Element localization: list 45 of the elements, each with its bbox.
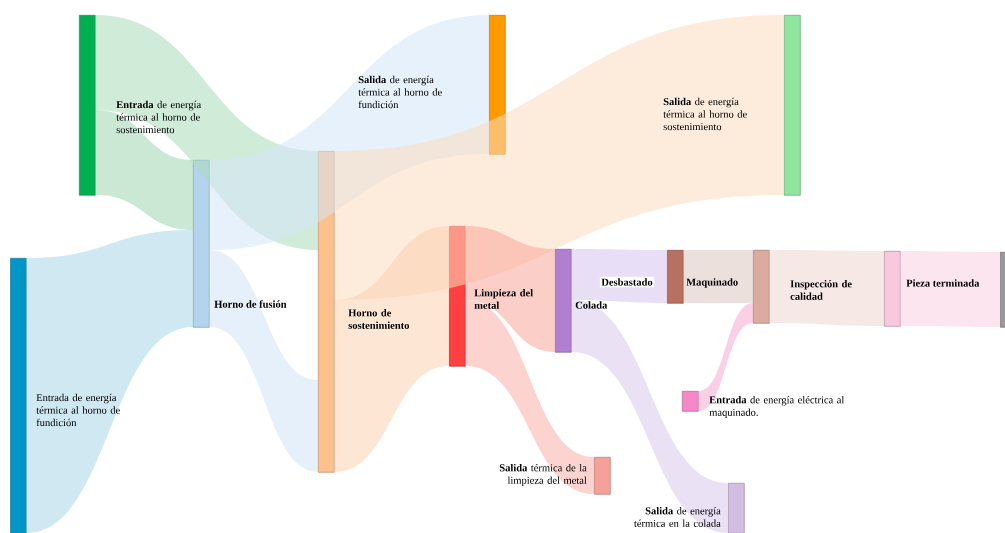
flow-band [334,226,449,472]
bar [489,15,506,155]
flow-band [209,15,489,250]
node-label: Colada [575,301,608,309]
bar [193,160,210,328]
node-label: Salida térmica de la limpieza del metal [499,464,587,486]
node-label: Entrada de energía eléctrica al maquinado. [709,396,845,418]
node-label: Entrada de energía térmica al horno de fundición [36,393,120,427]
node-label: Horno de sostenimiento [348,309,410,329]
flow-band [465,226,555,352]
bar [79,15,96,196]
flow-band [334,15,784,300]
bar [682,391,699,412]
node-label: Limpieza del metal [474,289,533,309]
flow-band [95,15,318,250]
bar [667,250,684,304]
bar [555,249,572,353]
flow-band [465,300,594,494]
flow-band [26,230,193,533]
flow-band [683,250,753,303]
bar [1000,252,1005,328]
bar [753,250,770,324]
bar [784,15,801,196]
flow-band [698,303,753,411]
flow-band [95,110,193,230]
node-label: Salida de energía térmica al horno de sostenimiento [663,97,747,131]
bar [449,226,466,367]
bar [728,483,745,533]
node-label: Salida de energía térmica al horno de fundición [358,75,442,109]
flow-band [571,300,728,533]
node-label: Salida de energía térmica en la colada [634,507,721,527]
flow-band [769,250,884,326]
node-label: Inspección de calidad [790,280,852,300]
bar [594,457,611,495]
bar [884,251,901,327]
bar [10,258,27,533]
node-label: Pieza terminada [906,279,980,287]
edge-label: Desbastado [599,276,655,288]
flow-band [571,249,667,303]
node-label: Horno de fusión [214,300,287,308]
flow-band [900,251,1000,327]
node-label: Maquinado [686,278,738,288]
node-label: Entrada de energía térmica al horno de sostenimiento [116,100,202,134]
flow-band [209,250,318,472]
bar [318,151,335,473]
